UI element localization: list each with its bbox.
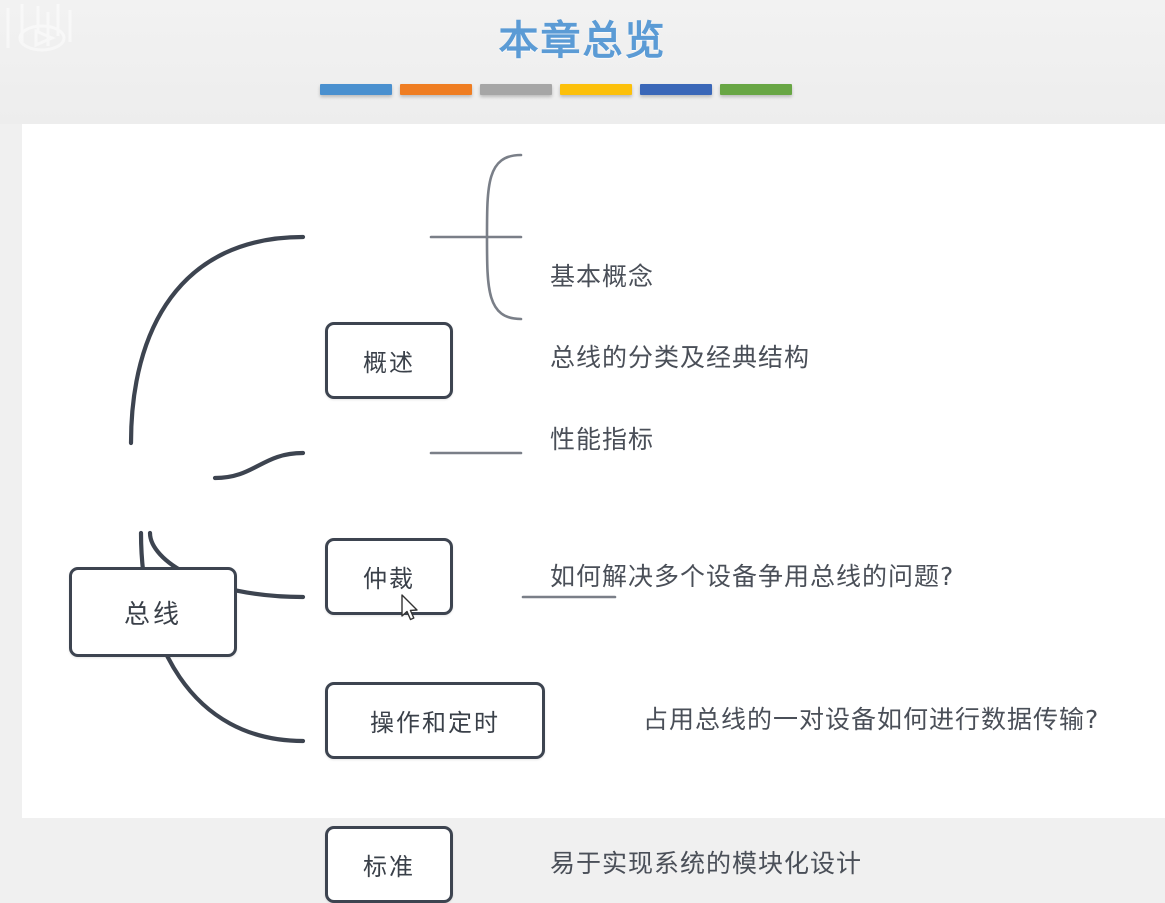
mindmap-canvas: 总线 概述 仲裁 操作和定时 标准 基本概念 总线的分类及经典结构 性能指标 如…	[22, 124, 1165, 903]
mindmap-node-biaozhun[interactable]: 标准	[325, 826, 453, 903]
bar-yellow	[560, 84, 632, 95]
page-title: 本章总览	[498, 17, 667, 64]
bar-blue	[320, 84, 392, 95]
bar-orange	[400, 84, 472, 95]
bar-darkblue	[640, 84, 712, 95]
mindmap-node-gaishu[interactable]: 概述	[325, 322, 453, 399]
mindmap-leaf-zongxian-fenlei[interactable]: 总线的分类及经典结构	[550, 343, 811, 372]
title-color-bars	[320, 84, 804, 96]
mindmap-leaf-jiben-gainian[interactable]: 基本概念	[550, 262, 655, 291]
mindmap-leaf-caozuo-question[interactable]: 占用总线的一对设备如何进行数据传输?	[643, 705, 1100, 734]
mindmap-node-root[interactable]: 总线	[69, 567, 237, 657]
bar-green	[720, 84, 792, 95]
mindmap-node-zhongcai[interactable]: 仲裁	[325, 538, 453, 615]
mindmap-node-caozuo[interactable]: 操作和定时	[325, 682, 545, 759]
mindmap-leaf-biaozhun-benefit[interactable]: 易于实现系统的模块化设计	[550, 849, 863, 878]
slide-header: 本章总览	[0, 0, 1165, 124]
mindmap-leaf-xingneng-zhibiao[interactable]: 性能指标	[550, 425, 655, 454]
mindmap-leaf-zhongcai-question[interactable]: 如何解决多个设备争用总线的问题?	[550, 562, 955, 591]
mindmap-connectors	[128, 153, 617, 744]
bar-gray	[480, 84, 552, 95]
